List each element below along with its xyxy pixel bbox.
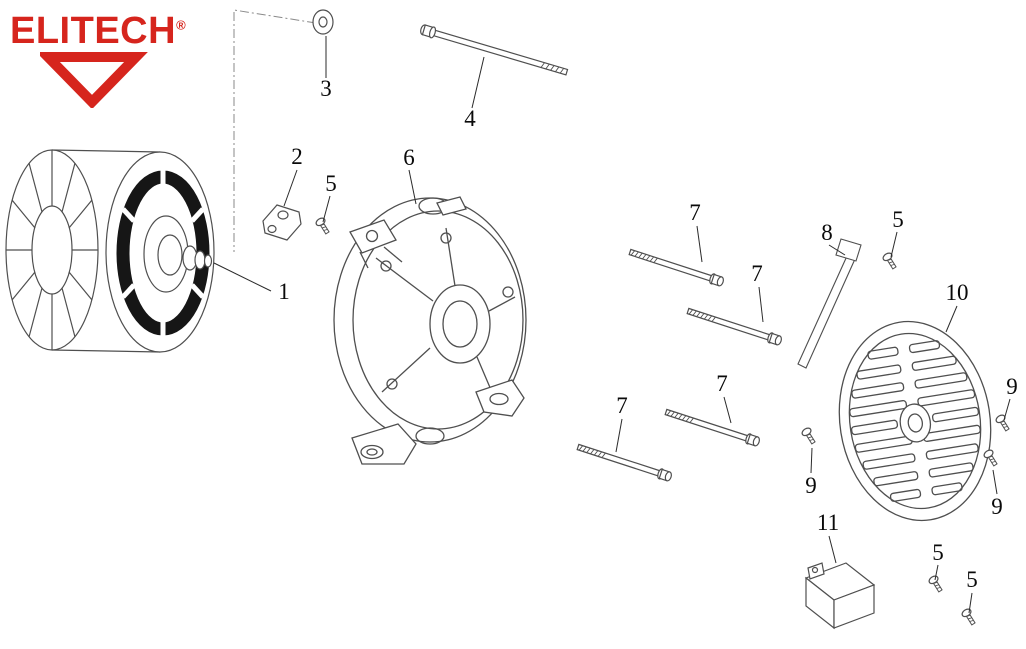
brand-logo: ELITECH® [10, 12, 200, 108]
callout-5a: 5 [325, 171, 337, 196]
callout-7b: 7 [751, 261, 763, 286]
callout-9c: 9 [991, 494, 1003, 519]
callout-9b: 9 [805, 473, 817, 498]
part-through-bolt-3 [663, 406, 762, 448]
callout-5b: 5 [892, 207, 904, 232]
callout-5c: 5 [932, 540, 944, 565]
part-screw-5c [927, 573, 946, 595]
part-stator-housing [333, 196, 527, 465]
callout-1: 1 [278, 279, 290, 304]
callout-3: 3 [320, 76, 332, 101]
part-through-bolt-1 [627, 246, 726, 288]
flywheel-spokes [121, 165, 205, 341]
part-support-rod [797, 238, 862, 369]
housing-top-bracket [349, 219, 403, 269]
housing-foot-left [351, 423, 417, 465]
part-brush-holder-bracket [262, 204, 302, 241]
axis-centerline [233, 9, 317, 252]
callout-9a: 9 [1006, 374, 1018, 399]
brand-name-text: ELITECH [10, 10, 177, 52]
callout-5d: 5 [966, 567, 978, 592]
callout-6: 6 [403, 145, 415, 170]
callout-7c: 7 [716, 371, 728, 396]
part-through-bolt-2 [685, 305, 784, 347]
part-washer [312, 9, 334, 35]
brand-triangle-icon [40, 52, 148, 108]
part-rotor-flywheel-assembly [5, 149, 215, 353]
leader-lines [213, 36, 1011, 614]
housing-foot-right [475, 379, 525, 417]
part-end-cover [838, 320, 992, 522]
callout-8: 8 [821, 220, 833, 245]
callout-10: 10 [946, 280, 969, 305]
callout-11: 11 [817, 510, 839, 535]
callout-labels: 3 4 2 5 6 1 7 7 8 5 10 7 7 9 9 9 11 5 5 [278, 76, 1018, 592]
callout-7d: 7 [616, 393, 628, 418]
brand-name: ELITECH® [10, 12, 200, 50]
end-cover-vents [849, 340, 981, 502]
callout-2: 2 [291, 144, 303, 169]
part-screw-5b [881, 250, 900, 272]
part-long-through-bolt [420, 24, 569, 76]
part-capacitor [804, 562, 876, 630]
part-through-bolt-4 [575, 441, 674, 483]
registered-mark: ® [176, 17, 187, 33]
part-screw-9b [994, 412, 1013, 434]
part-screw-5a [314, 215, 333, 237]
callout-4: 4 [464, 106, 476, 131]
fan-blades [6, 150, 98, 350]
callout-7a: 7 [689, 200, 701, 225]
part-screw-9a [800, 425, 819, 447]
